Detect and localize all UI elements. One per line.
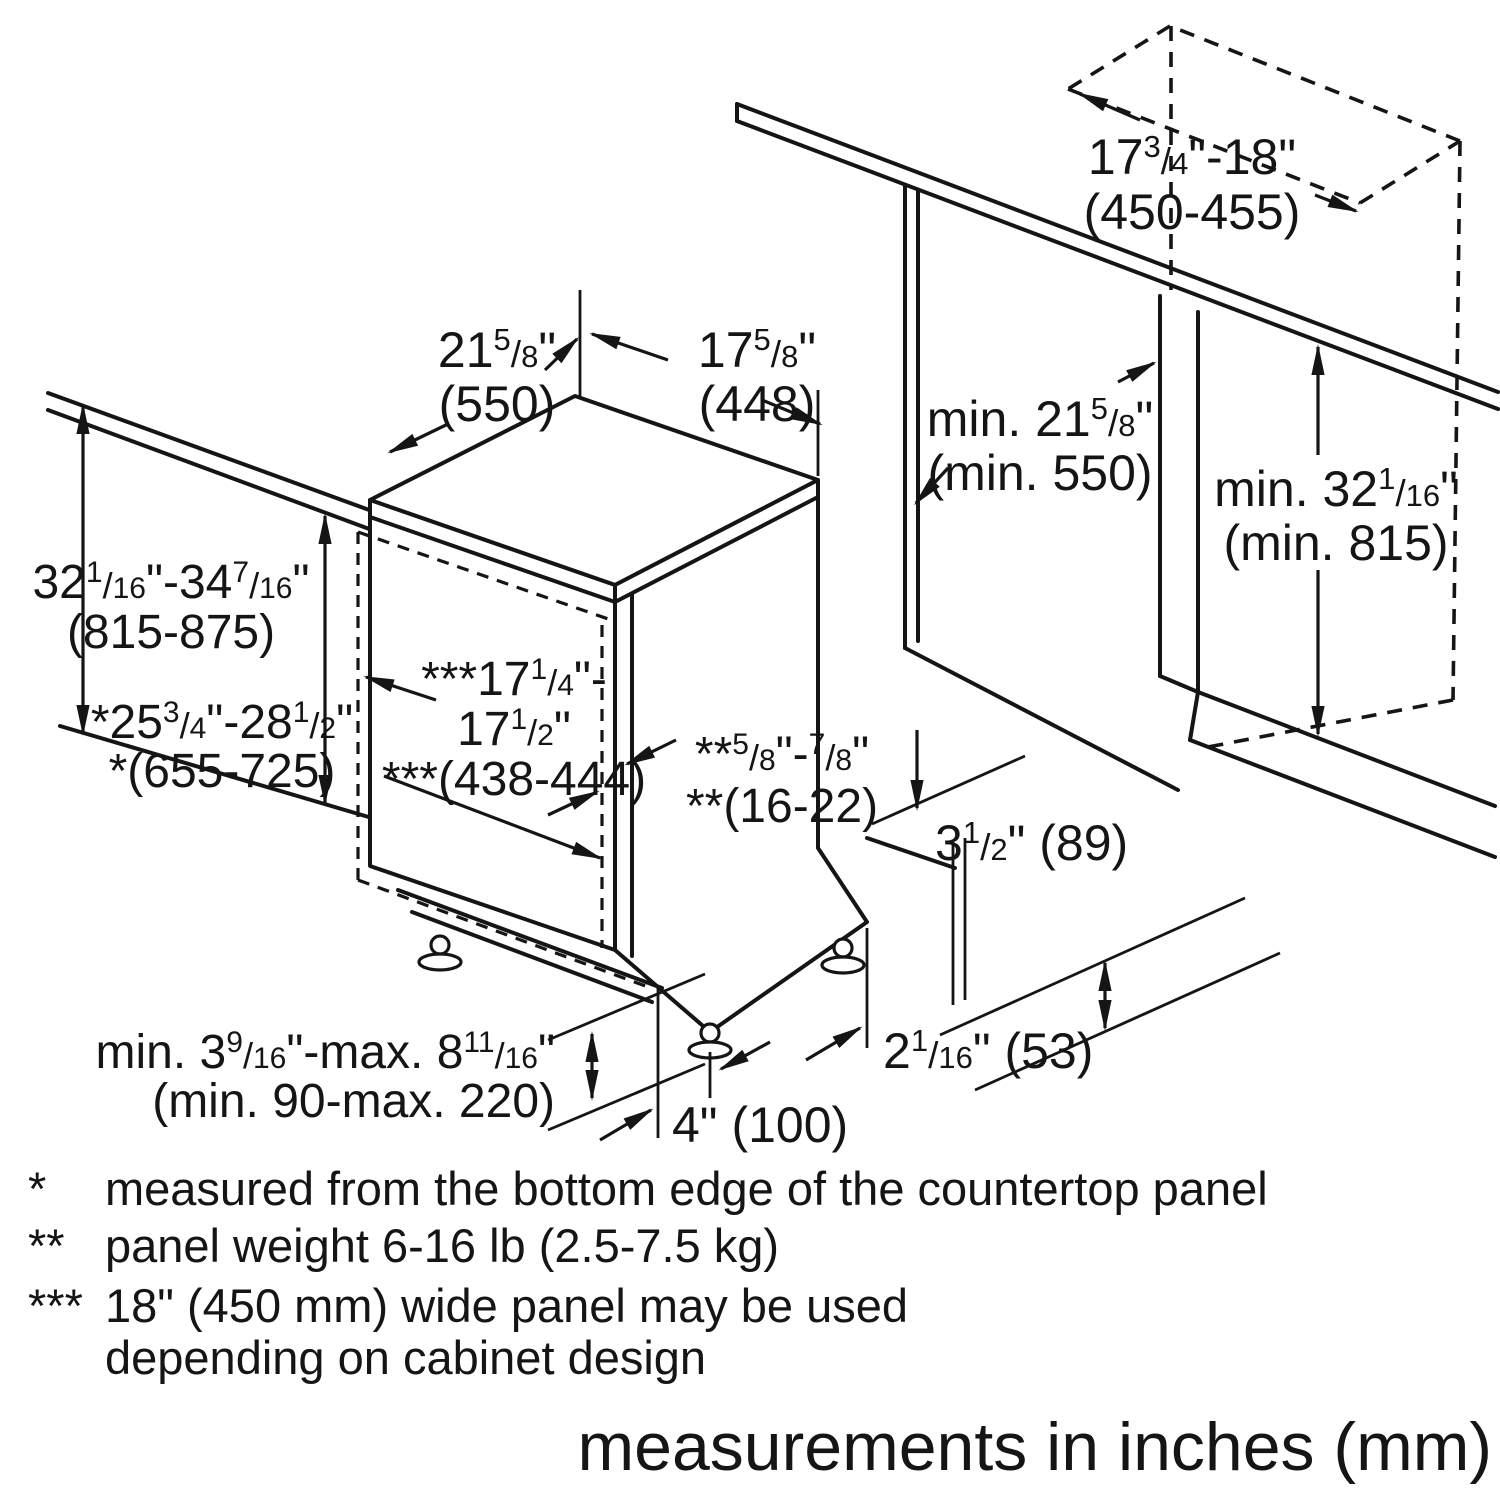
label-niche-width: min. 215/8"(min. 550) bbox=[927, 391, 1154, 501]
floor-line-right bbox=[1188, 690, 1497, 859]
cabinet-side-panel-left bbox=[903, 183, 1180, 792]
label-total-height: 321/16"-347/16"(815-875) bbox=[32, 556, 309, 659]
footnote-marker: * bbox=[28, 1162, 46, 1215]
label-cabinet-width: 173/4"-18"(450-455) bbox=[1084, 129, 1301, 240]
label-toe-kick-height: 31/2" (89) bbox=[935, 815, 1128, 871]
countertop-right bbox=[735, 102, 1500, 411]
footnote-marker: *** bbox=[28, 1279, 83, 1332]
label-leveling-range: min. 39/16"-max. 811/16"(min. 90-max. 22… bbox=[96, 1026, 555, 1128]
custom-panel-dashed-outline bbox=[356, 530, 649, 989]
label-rear-foot-offset: 21/16" (53) bbox=[883, 1023, 1093, 1079]
cabinet-side-panel-right bbox=[1158, 294, 1200, 694]
footnote-text: measured from the bottom edge of the cou… bbox=[105, 1162, 1268, 1215]
label-dw-width: 175/8"(448) bbox=[698, 322, 816, 432]
leveling-foot bbox=[417, 934, 463, 972]
label-front-foot-offset: 4" (100) bbox=[672, 1097, 848, 1153]
dimension-lines bbox=[76, 92, 1359, 1142]
dishwasher-door-face bbox=[368, 498, 617, 952]
label-under-counter-height: *253/4"-281/2"*(655-725) bbox=[91, 696, 353, 798]
footnotes: * measured from the bottom edge of the c… bbox=[28, 1162, 1268, 1384]
countertop-left bbox=[46, 391, 374, 532]
units-caption: measurements in inches (mm) bbox=[578, 1409, 1492, 1485]
footnote-marker: ** bbox=[28, 1219, 65, 1272]
footnote-text: panel weight 6-16 lb (2.5-7.5 kg) bbox=[105, 1219, 779, 1272]
adjacent-cabinet-dashed bbox=[1067, 24, 1462, 749]
label-dw-depth: 215/8"(550) bbox=[438, 322, 556, 432]
leveling-foot bbox=[820, 937, 866, 975]
dimension-labels: 173/4"-18"(450-455) 215/8"(550) 175/8"(4… bbox=[32, 129, 1457, 1153]
dishwasher-unit bbox=[356, 394, 957, 1060]
label-panel-thickness: **5/8"-7/8"**(16-22) bbox=[686, 728, 878, 833]
label-panel-width: ***171/4"-171/2"***(438-444) bbox=[382, 653, 646, 806]
label-niche-height: min. 321/16"(min. 815) bbox=[1214, 461, 1458, 571]
toe-kick-base bbox=[396, 836, 957, 1004]
